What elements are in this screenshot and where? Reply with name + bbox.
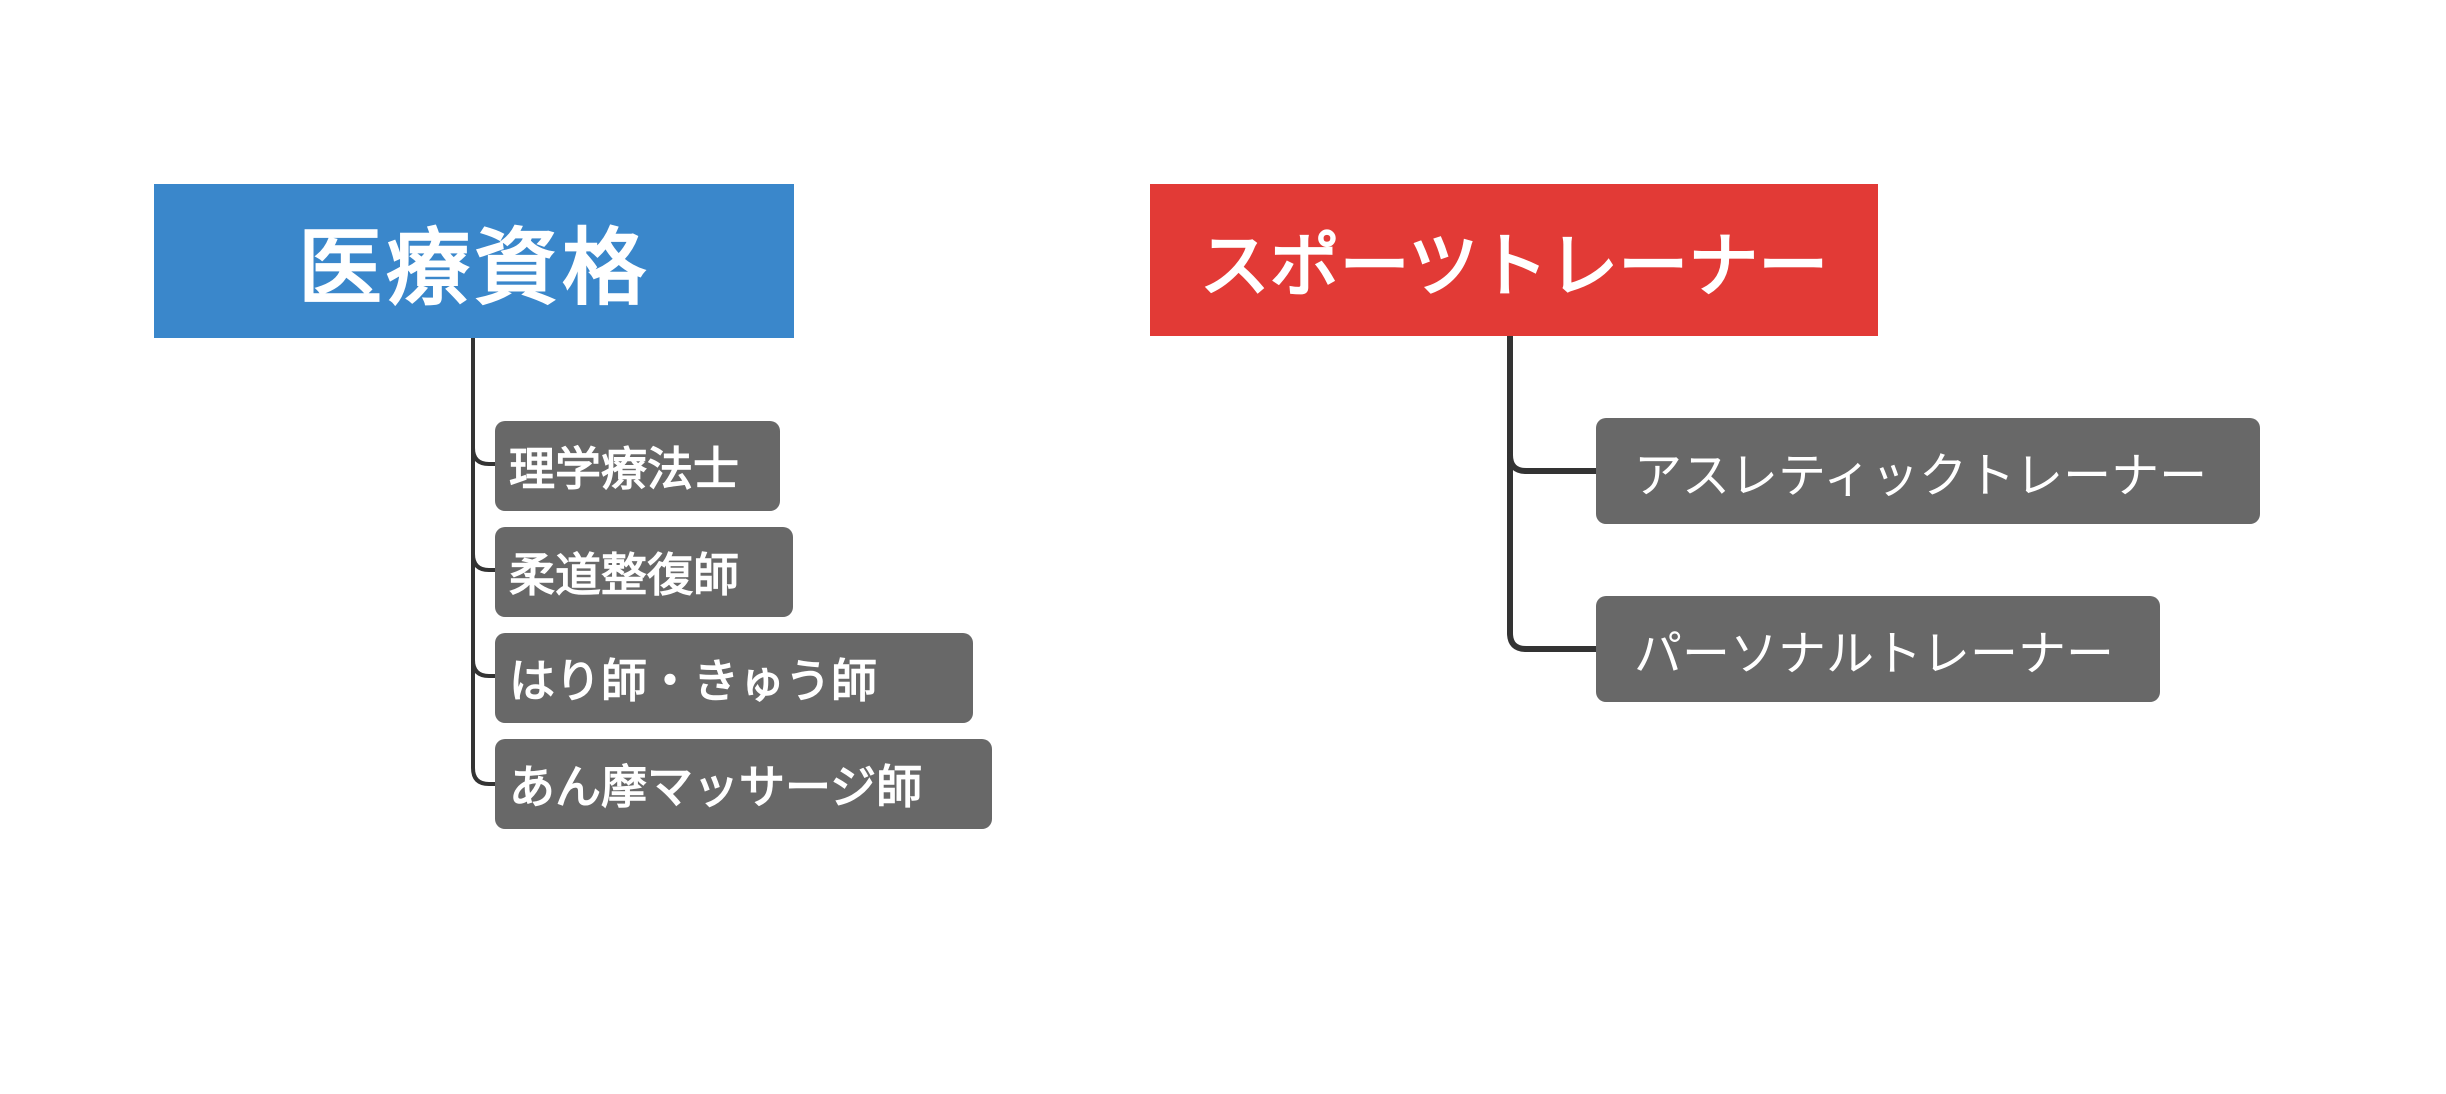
medical-branch-1 <box>471 552 497 572</box>
child-node-massage-therapist[interactable]: あん摩マッサージ師 <box>495 739 992 829</box>
child-node-label: パーソナルトレーナー <box>1634 626 2115 682</box>
child-node-label: あん摩マッサージ師 <box>509 760 923 814</box>
child-node-judo-therapist[interactable]: 柔道整復師 <box>495 527 793 617</box>
medical-connectors <box>471 336 497 786</box>
root-node-sports-trainer[interactable]: スポーツトレーナー <box>1150 184 1878 336</box>
child-node-label: はり師・きゅう師 <box>509 654 877 708</box>
child-node-personal-trainer[interactable]: パーソナルトレーナー <box>1596 596 2160 702</box>
child-node-label: 理学療法士 <box>509 442 739 496</box>
medical-branch-0 <box>471 446 497 466</box>
child-node-acupuncturist[interactable]: はり師・きゅう師 <box>495 633 973 723</box>
root-node-medical-label: 医療資格 <box>297 218 650 317</box>
child-node-athletic-trainer[interactable]: アスレティックトレーナー <box>1596 418 2260 524</box>
sports-connectors <box>1507 333 1599 652</box>
sports-trunk-line <box>1507 333 1599 652</box>
sports-branch-0 <box>1507 452 1599 474</box>
medical-branch-2 <box>471 658 497 678</box>
child-node-label: 柔道整復師 <box>509 548 739 602</box>
root-node-medical[interactable]: 医療資格 <box>154 184 794 338</box>
child-node-label: アスレティックトレーナー <box>1634 448 2208 504</box>
child-node-physical-therapist[interactable]: 理学療法士 <box>495 421 780 511</box>
root-node-sports-trainer-label: スポーツトレーナー <box>1199 224 1829 307</box>
medical-trunk-line <box>471 336 497 786</box>
